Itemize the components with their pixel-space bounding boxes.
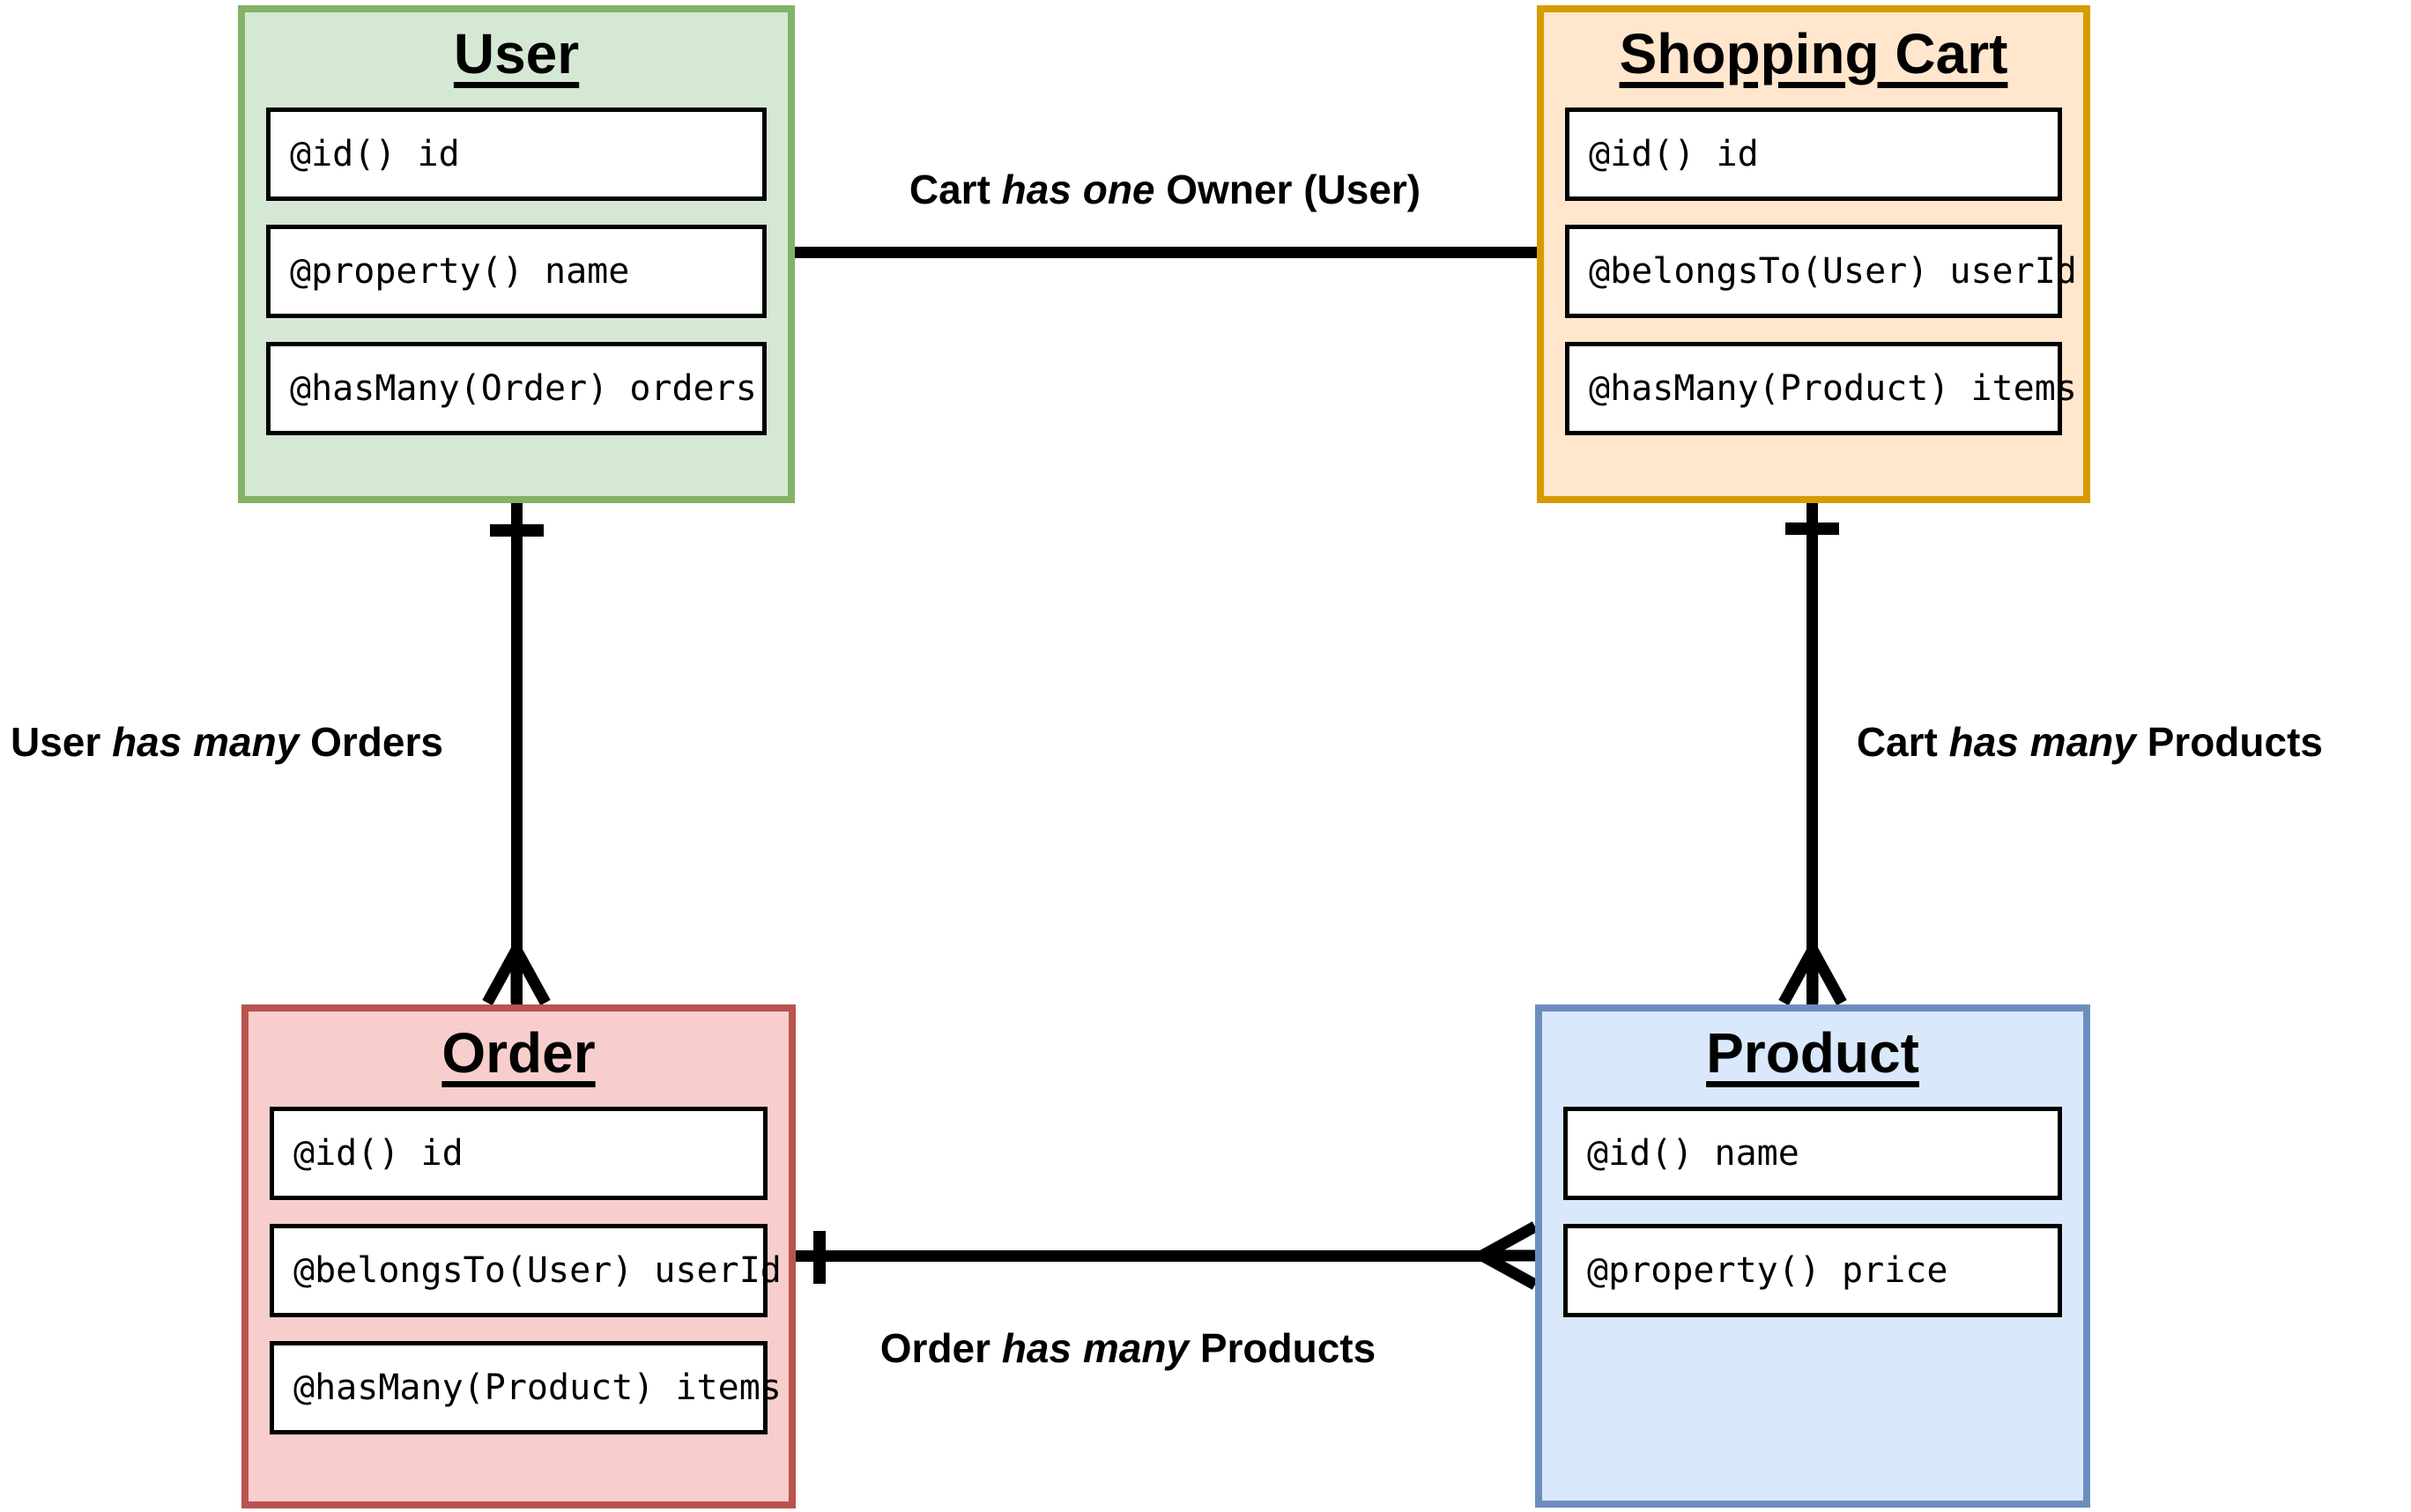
entity-user-field: @hasMany(Order) orders [266, 342, 767, 435]
entity-user-field: @property() name [266, 225, 767, 318]
label-verb: has one [1001, 167, 1155, 212]
label-text: Products [2135, 719, 2323, 765]
one-tick-icon [813, 1231, 826, 1284]
relationship-label-user-orders: User has many Orders [11, 718, 443, 766]
entity-order-title: Order [249, 1020, 789, 1086]
entity-user: User @id() id @property() name @hasMany(… [238, 5, 795, 503]
label-text: User [11, 719, 113, 765]
label-text: Cart [909, 167, 1002, 212]
entity-product-field: @property() price [1563, 1224, 2062, 1317]
connector-cart-owner-line [794, 247, 1537, 258]
entity-shopping-cart-field: @id() id [1565, 107, 2062, 201]
relationship-label-cart-products: Cart has many Products [1857, 718, 2323, 766]
relationship-label-cart-owner: Cart has one Owner (User) [901, 166, 1429, 213]
entity-order-field: @id() id [270, 1107, 768, 1200]
entity-user-fields: @id() id @property() name @hasMany(Order… [245, 86, 788, 435]
label-text: Owner (User) [1154, 167, 1421, 212]
connector-cart-products-line [1806, 501, 1818, 1006]
entity-user-title: User [245, 21, 788, 86]
entity-shopping-cart-title: Shopping Cart [1544, 21, 2083, 86]
entity-shopping-cart-field: @belongsTo(User) userId [1565, 225, 2077, 318]
entity-shopping-cart: Shopping Cart @id() id @belongsTo(User) … [1537, 5, 2090, 503]
entity-product-fields: @id() name @property() price [1542, 1086, 2083, 1317]
entity-order-fields: @id() id @belongsTo(User) userId @hasMan… [249, 1086, 789, 1434]
entity-product: Product @id() name @property() price [1535, 1004, 2090, 1508]
crow-foot-icon [1477, 1220, 1540, 1291]
one-tick-icon [1785, 523, 1839, 535]
entity-product-title: Product [1542, 1020, 2083, 1086]
entity-title-text: Product [1706, 1021, 1919, 1085]
entity-order-field: @hasMany(Product) items [270, 1341, 782, 1434]
entity-shopping-cart-fields: @id() id @belongsTo(User) userId @hasMan… [1544, 86, 2083, 435]
entity-product-field: @id() name [1563, 1107, 2062, 1200]
entity-user-field: @id() id [266, 107, 767, 201]
crow-foot-icon [481, 945, 552, 1008]
label-text: Order [879, 1325, 1002, 1371]
connector-order-products-line [795, 1250, 1491, 1262]
entity-title-text: Shopping Cart [1619, 22, 2008, 85]
one-tick-icon [490, 524, 544, 537]
label-verb: has many [1948, 719, 2136, 765]
entity-order-field: @belongsTo(User) userId [270, 1224, 782, 1317]
entity-shopping-cart-field: @hasMany(Product) items [1565, 342, 2077, 435]
label-text: Products [1189, 1325, 1376, 1371]
entity-order: Order @id() id @belongsTo(User) userId @… [241, 1004, 796, 1508]
entity-title-text: User [453, 22, 580, 85]
label-verb: has many [1001, 1325, 1190, 1371]
entity-title-text: Order [441, 1021, 596, 1085]
crow-foot-icon [1777, 945, 1848, 1008]
connector-user-orders-line [511, 501, 523, 1006]
relationship-label-order-products: Order has many Products [864, 1324, 1392, 1372]
label-text: Cart [1856, 719, 1949, 765]
label-verb: has many [112, 719, 300, 765]
label-text: Orders [299, 719, 443, 765]
